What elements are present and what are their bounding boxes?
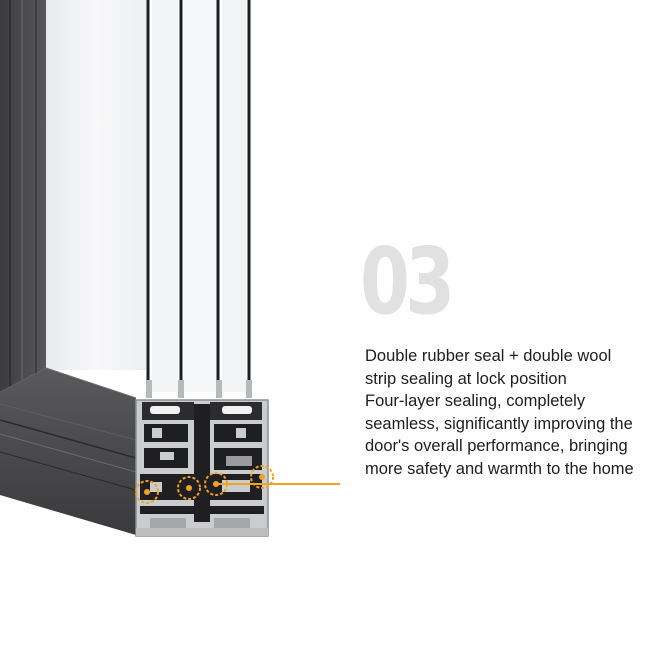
- glass-pane: [46, 0, 146, 370]
- feature-paragraph: Four-layer sealing, completely seamless,…: [365, 392, 634, 478]
- feature-number-text: 03: [360, 228, 455, 335]
- feature-description: Double rubber seal + double wool strip s…: [365, 345, 635, 481]
- feature-paragraph: Double rubber seal + double wool strip s…: [365, 347, 612, 388]
- feature-number: 03: [360, 236, 455, 328]
- profile-cross-section: [135, 399, 269, 537]
- left-frame: [0, 0, 46, 392]
- bottom-frame: [0, 368, 136, 535]
